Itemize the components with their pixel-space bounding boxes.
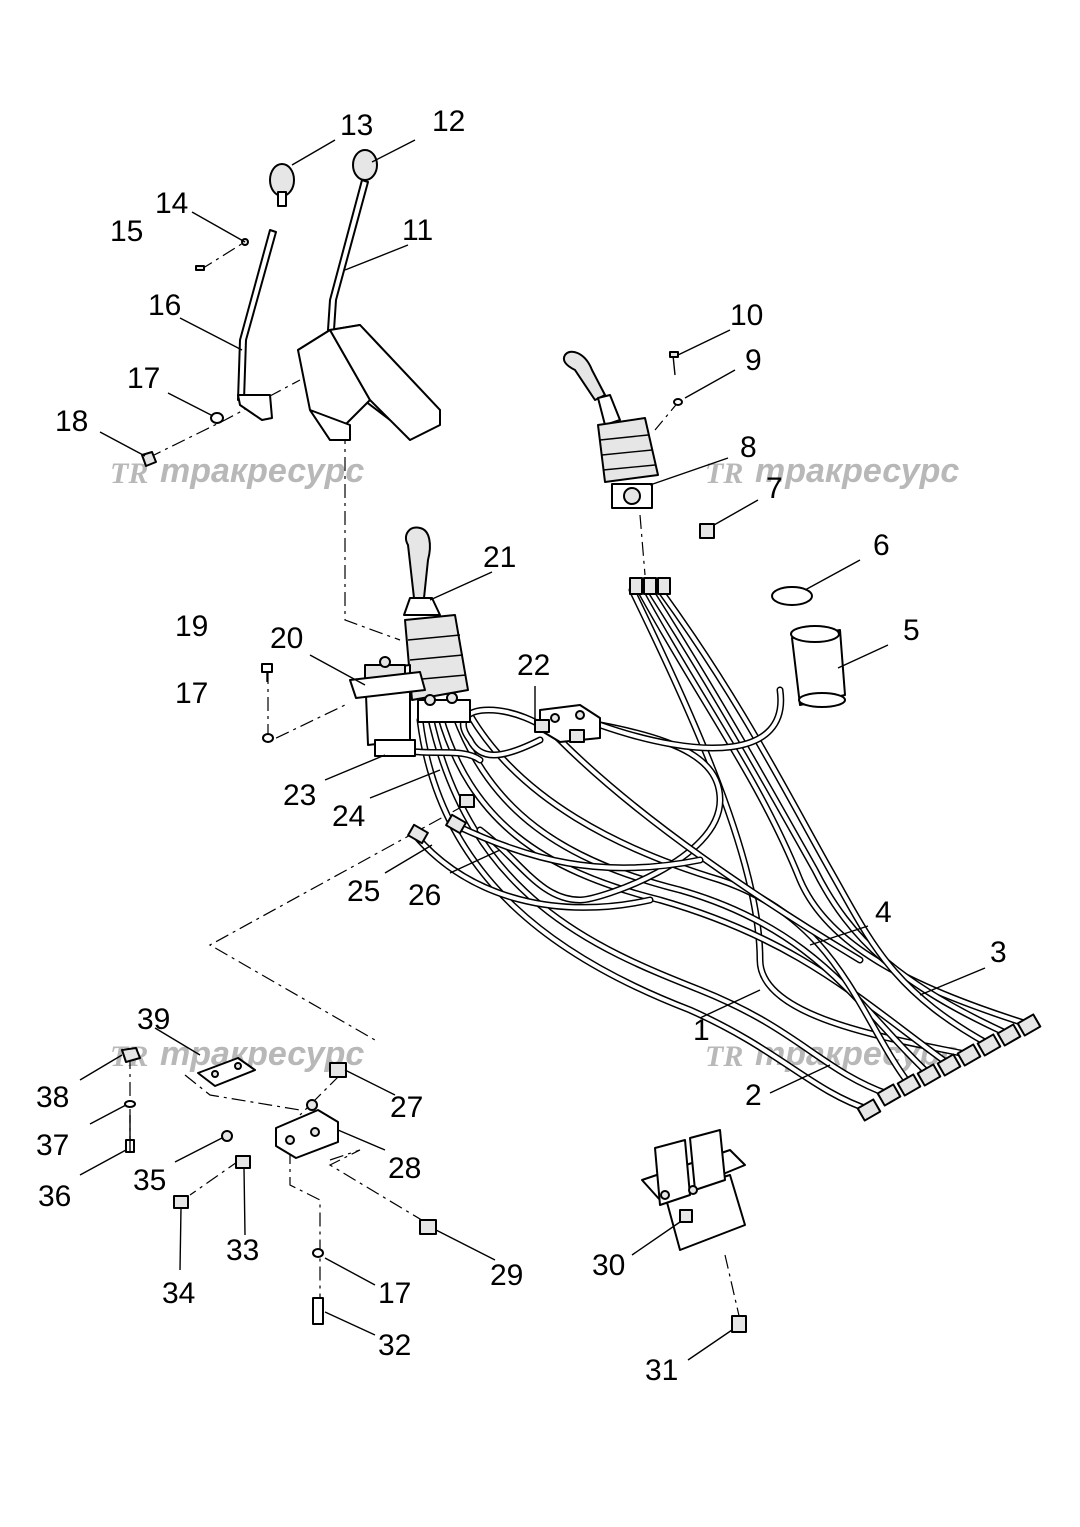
callout-12: 12: [432, 105, 465, 138]
callout-10: 10: [730, 299, 763, 332]
bolt-36: [125, 1115, 135, 1153]
fitting-7: [699, 523, 715, 539]
callout-23: 23: [283, 779, 316, 812]
screw-10: [669, 351, 679, 376]
callout-31: 31: [645, 1354, 678, 1387]
fitting-block-22: [534, 704, 601, 743]
callout-19: 19: [175, 610, 208, 643]
pedal-assembly: [297, 324, 441, 441]
joystick-21: [403, 526, 471, 723]
callout-17: 17: [127, 362, 160, 395]
watermark-top-right: TR тракресурс: [705, 452, 959, 490]
callout-15: 15: [110, 215, 143, 248]
callout-9: 9: [745, 344, 762, 377]
callout-7: 7: [766, 472, 783, 505]
watermark-logo: TR: [705, 457, 743, 490]
callout-34: 34: [162, 1277, 195, 1310]
callout-25: 25: [347, 875, 380, 908]
callout-11: 11: [402, 214, 433, 247]
washer-17-low: [312, 1248, 324, 1258]
callout-18: 18: [55, 405, 88, 438]
callout-29: 29: [490, 1259, 523, 1292]
lever-16: [237, 229, 277, 421]
callout-1: 1: [693, 1014, 710, 1047]
callout-8: 8: [740, 431, 757, 464]
callout-24: 24: [332, 800, 365, 833]
callout-22: 22: [517, 649, 550, 682]
callout-3: 3: [990, 936, 1007, 969]
callout-5: 5: [903, 614, 920, 647]
valve-body-28: [275, 1099, 339, 1159]
callout-4: 4: [875, 896, 892, 929]
callout-36: 36: [38, 1180, 71, 1213]
washer-17-mid: [262, 733, 274, 743]
callout-14: 14: [155, 187, 188, 220]
valve-block-20: [349, 656, 426, 757]
watermark-top-left: TR тракресурс: [110, 452, 364, 490]
callout-2: 2: [745, 1079, 762, 1112]
callout-20: 20: [270, 622, 303, 655]
callout-17-low: 17: [378, 1277, 411, 1310]
watermark-logo: TR: [705, 1040, 743, 1073]
fitting-31: [731, 1315, 747, 1333]
fitting-34: [173, 1195, 189, 1209]
o-ring-6: [771, 586, 813, 606]
hose-bundle: [386, 577, 1042, 1122]
callout-38: 38: [36, 1081, 69, 1114]
plate-39: [197, 1057, 256, 1087]
leader-lines: [79, 139, 986, 1361]
nut-38: [121, 1047, 141, 1063]
fitting-29: [419, 1219, 437, 1235]
callout-13: 13: [340, 109, 373, 142]
joystick-8: [562, 350, 659, 509]
assembly-lines: [129, 239, 741, 1321]
callout-17-mid: 17: [175, 677, 208, 710]
watermark-text: тракресурс: [160, 452, 364, 490]
plug-35: [221, 1130, 233, 1142]
fitting-27: [329, 1062, 347, 1078]
callout-28: 28: [388, 1152, 421, 1185]
callout-6: 6: [873, 529, 890, 562]
callout-labels: 1 2 3 4 5 6 7 8 9 10 11 12 13 14 15 16 1…: [36, 105, 1007, 1387]
callout-35: 35: [133, 1164, 166, 1197]
washer-37: [124, 1100, 136, 1108]
lever-11: [327, 179, 369, 331]
watermark-logo: TR: [110, 457, 148, 490]
fitting-33: [235, 1155, 251, 1169]
callout-37: 37: [36, 1129, 69, 1162]
watermark-text: тракресурс: [755, 452, 959, 490]
callout-32: 32: [378, 1329, 411, 1362]
small-hardware-14-15-17-18: [141, 238, 249, 467]
callout-21: 21: [483, 541, 516, 574]
knob-12: [352, 149, 378, 181]
bolt-32: [312, 1297, 324, 1325]
bolt-19: [261, 663, 273, 682]
cylinder-5: [790, 625, 846, 708]
callout-26: 26: [408, 879, 441, 912]
pedal-valve-30: [641, 1129, 746, 1251]
hose-end-fittings: [407, 577, 1042, 1122]
callout-30: 30: [592, 1249, 625, 1282]
knob-13: [269, 163, 295, 207]
callout-39: 39: [137, 1003, 170, 1036]
washer-9: [673, 398, 683, 406]
callout-33: 33: [226, 1234, 259, 1267]
callout-27: 27: [390, 1091, 423, 1124]
callout-16: 16: [148, 289, 181, 322]
